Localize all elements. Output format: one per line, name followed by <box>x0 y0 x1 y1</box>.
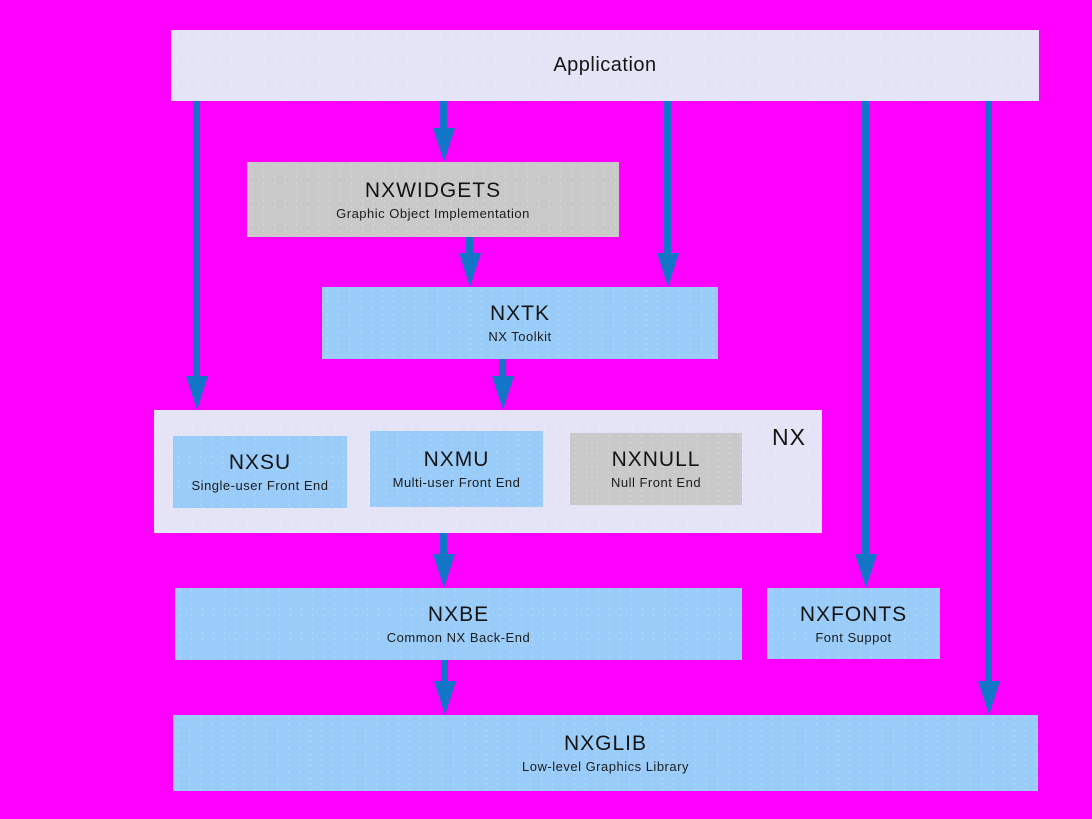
arrow-head-icon <box>657 253 679 287</box>
node-nxsu-title: NXSU <box>228 451 292 474</box>
arrow-head-icon <box>855 554 877 588</box>
arrow-nx-to-nxbe-icon <box>432 533 456 588</box>
node-nxfonts-title: NXFONTS <box>799 602 908 626</box>
arrow-application-to-nxwidgets-icon <box>432 101 456 162</box>
group-nx-label: NX <box>772 424 806 450</box>
node-nxmu-title: NXMU <box>423 448 490 471</box>
node-nxnull-title: NXNULL <box>611 448 701 471</box>
arrow-nxbe-to-nxglib-icon <box>433 660 457 715</box>
node-nxnull: NXNULL Null Front End <box>570 433 742 505</box>
node-nxfonts-subtitle: Font Suppot <box>815 629 892 645</box>
node-nxbe-title: NXBE <box>427 603 490 626</box>
node-nxfonts: NXFONTS Font Suppot <box>767 588 940 659</box>
node-nxtk: NXTK NX Toolkit <box>322 287 718 359</box>
node-nxglib: NXGLIB Low-level Graphics Library <box>173 715 1038 791</box>
arrow-application-to-nxglib-icon <box>977 101 1001 715</box>
arrow-shaft <box>499 359 506 384</box>
arrow-head-icon <box>459 253 481 287</box>
arrow-shaft <box>440 101 447 136</box>
arrow-shaft <box>466 237 473 261</box>
arrow-shaft <box>440 533 447 562</box>
arrow-head-icon <box>186 376 208 410</box>
node-nxtk-subtitle: NX Toolkit <box>488 329 552 344</box>
arrow-application-to-nx-icon <box>185 101 209 410</box>
arrow-nxwidgets-to-nxtk-icon <box>458 237 482 287</box>
node-nxwidgets: NXWIDGETS Graphic Object Implementation <box>247 162 619 237</box>
node-nxwidgets-title: NXWIDGETS <box>364 178 502 202</box>
arrow-head-icon <box>434 681 456 715</box>
arrow-shaft <box>664 101 671 261</box>
node-nxmu: NXMU Multi-user Front End <box>370 431 543 507</box>
arrow-application-to-nxfonts-icon <box>854 101 878 588</box>
node-nxwidgets-subtitle: Graphic Object Implementation <box>336 205 530 221</box>
node-nxbe-subtitle: Common NX Back-End <box>386 630 531 645</box>
node-nxglib-title: NXGLIB <box>563 732 648 755</box>
node-nxtk-title: NXTK <box>489 302 550 325</box>
node-nxglib-subtitle: Low-level Graphics Library <box>522 759 689 774</box>
arrow-shaft <box>862 101 869 562</box>
arrow-shaft <box>193 101 200 384</box>
arrow-head-icon <box>492 376 514 410</box>
arrow-shaft <box>985 101 992 689</box>
arrow-head-icon <box>978 681 1000 715</box>
node-nxbe: NXBE Common NX Back-End <box>175 588 742 660</box>
arrow-shaft <box>441 660 448 689</box>
node-nxmu-subtitle: Multi-user Front End <box>392 475 521 490</box>
arrow-application-to-nxtk-icon <box>656 101 680 287</box>
node-nxsu: NXSU Single-user Front End <box>173 436 347 508</box>
arrow-head-icon <box>433 554 455 588</box>
arrow-head-icon <box>433 128 455 162</box>
node-nxsu-subtitle: Single-user Front End <box>191 478 329 493</box>
node-application: Application <box>171 30 1039 101</box>
arrow-nxtk-to-nx-icon <box>491 359 515 410</box>
node-nxnull-subtitle: Null Front End <box>610 475 702 490</box>
node-application-title: Application <box>553 54 657 76</box>
